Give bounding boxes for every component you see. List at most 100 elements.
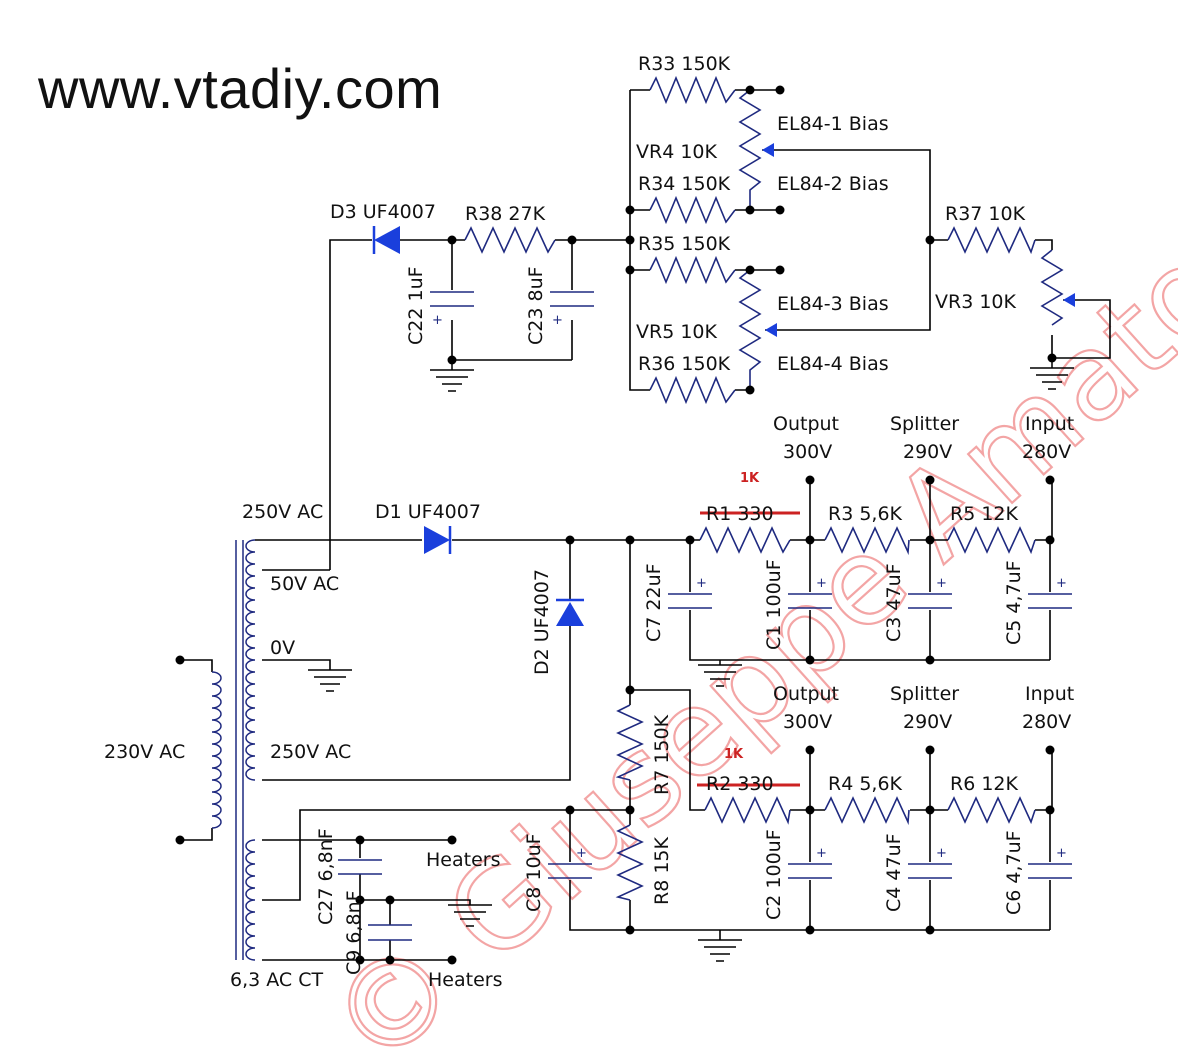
label-el84-4: EL84-4 Bias (777, 353, 889, 375)
svg-text:+: + (1056, 846, 1067, 861)
resistor-r4 (824, 796, 910, 826)
diode-d1 (424, 526, 452, 554)
resistor-r33 (649, 75, 736, 105)
pot-vr3 (1040, 249, 1064, 326)
label-c27: C27 6,8nF (315, 828, 337, 925)
corrections (697, 511, 800, 787)
label-input-1: Input (1025, 413, 1074, 435)
capacitor-c27 (338, 859, 382, 875)
capacitor-c8: + (548, 846, 592, 879)
resistor-r34 (649, 195, 736, 225)
label-r5: R5 12K (950, 503, 1019, 525)
label-250v-ac: 250V AC (242, 501, 323, 523)
label-splitter-2: Splitter (890, 683, 959, 705)
label-input-1-voltage: 280V (1022, 441, 1071, 463)
capacitor-c2: + (788, 846, 832, 879)
label-c7: C7 22uF (643, 563, 665, 642)
resistor-r5 (947, 526, 1036, 555)
label-r6: R6 12K (950, 773, 1019, 795)
label-r2: R2 330 (706, 773, 774, 795)
label-250v-ac-2: 250V AC (270, 741, 351, 763)
watermark: © Giuseppe Amato (304, 220, 1178, 1062)
diodes (372, 226, 584, 626)
label-c5: C5 4,7uF (1003, 560, 1025, 645)
label-r35: R35 150K (638, 233, 731, 255)
label-d1: D1 UF4007 (375, 501, 481, 523)
ground-symbols (308, 358, 1074, 962)
ground-vr3 (1030, 358, 1074, 390)
resistors (464, 75, 1064, 901)
resistor-r8 (615, 824, 644, 901)
label-r4: R4 5,6K (828, 773, 903, 795)
label-d2: D2 UF4007 (531, 569, 553, 675)
label-output-1-voltage: 300V (783, 441, 832, 463)
label-230v-ac: 230V AC (104, 741, 185, 763)
resistor-r7 (615, 704, 644, 781)
component-labels: R33 150K EL84-1 Bias VR4 10K R34 150K EL… (104, 53, 1074, 991)
capacitors: + + + + + + + + + + (338, 291, 1072, 941)
capacitor-c4: + (908, 846, 952, 879)
label-c23: C23 8uF (525, 266, 547, 345)
resistor-r38 (464, 226, 556, 254)
label-r7: R7 150K (651, 714, 673, 795)
label-c8: C8 10uF (523, 833, 545, 912)
label-r38: R38 27K (465, 203, 546, 225)
label-c9: C9 6,8nF (343, 890, 365, 975)
label-6-3-ac-ct: 6,3 AC CT (230, 969, 323, 991)
resistor-r3 (824, 526, 910, 556)
diode-d3 (372, 226, 400, 254)
capacitor-c1: + (788, 576, 832, 609)
ground-c22-c23 (430, 360, 474, 392)
label-c3: C3 47uF (883, 563, 905, 642)
label-r2-correction: 1K (724, 747, 744, 762)
label-c6: C6 4,7uF (1003, 830, 1025, 915)
label-0v: 0V (270, 637, 295, 659)
label-output-2-voltage: 300V (783, 711, 832, 733)
svg-text:+: + (432, 313, 443, 328)
label-r33: R33 150K (638, 53, 731, 75)
svg-text:+: + (936, 576, 947, 591)
resistor-r1 (699, 526, 791, 554)
label-heaters-2: Heaters (428, 969, 502, 991)
svg-text:+: + (696, 576, 707, 591)
label-r8: R8 15K (651, 836, 673, 905)
resistor-r37 (947, 226, 1036, 255)
label-c1: C1 100uF (763, 559, 785, 650)
label-vr3: VR3 10K (935, 291, 1017, 313)
resistor-r36 (649, 375, 736, 405)
label-vr5: VR5 10K (636, 321, 718, 343)
label-c4: C4 47uF (883, 833, 905, 912)
ground-rail2 (698, 939, 742, 962)
label-heaters-1: Heaters (426, 849, 500, 871)
label-d3: D3 UF4007 (330, 201, 436, 223)
capacitor-c5: + (1028, 576, 1072, 609)
junctions (175, 85, 1057, 965)
label-r34: R34 150K (638, 173, 731, 195)
label-c22: C22 1uF (405, 266, 427, 345)
pot-wipers (762, 143, 1075, 337)
label-vr4: VR4 10K (636, 141, 718, 163)
pot-vr4 (738, 89, 762, 210)
label-output-1: Output (773, 413, 839, 435)
label-input-2: Input (1025, 683, 1074, 705)
svg-text:+: + (576, 846, 587, 861)
svg-text:+: + (552, 313, 563, 328)
label-el84-2: EL84-2 Bias (777, 173, 889, 195)
label-r1: R1 330 (706, 503, 774, 525)
label-c2: C2 100uF (763, 829, 785, 920)
capacitor-c7: + (668, 576, 712, 609)
label-input-2-voltage: 280V (1022, 711, 1071, 733)
svg-text:+: + (816, 576, 827, 591)
capacitor-c22: + (430, 291, 474, 328)
label-splitter-1-voltage: 290V (903, 441, 952, 463)
transformer (211, 539, 256, 961)
resistor-r35 (649, 255, 736, 285)
ground-0v (308, 669, 352, 692)
ground-heater (448, 904, 492, 927)
svg-text:+: + (1056, 576, 1067, 591)
label-splitter-1: Splitter (890, 413, 959, 435)
ground-rail1 (698, 660, 742, 687)
label-50v-ac: 50V AC (270, 573, 339, 595)
